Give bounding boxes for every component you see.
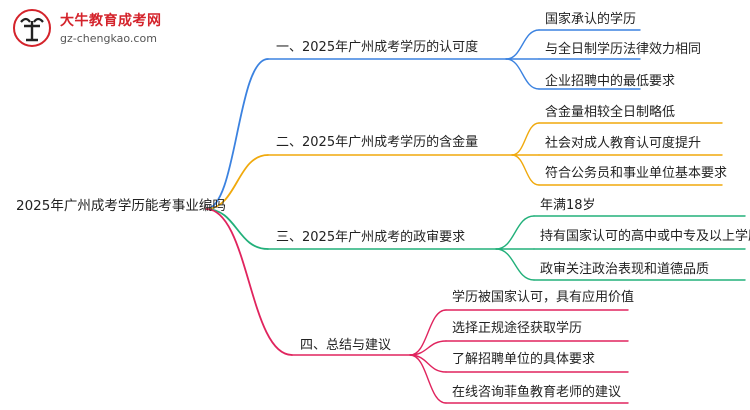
leaf-topic-2-1: 含金量相较全日制略低 (545, 105, 676, 120)
leaf-topic-2-3: 符合公务员和事业单位基本要求 (545, 166, 728, 181)
logo-title: 大牛教育成考网 (60, 13, 162, 29)
branch-topic-2: 二、2025年广州成考学历的含金量 (276, 135, 479, 150)
connector-branch-2 (205, 154, 269, 210)
connector-leaf-1-3 (505, 58, 540, 90)
leaf-topic-4-4: 在线咨询菲鱼教育老师的建议 (452, 385, 622, 400)
leaf-topic-2-2: 社会对成人教育认可度提升 (545, 136, 702, 151)
connector-leaf-4-1 (409, 309, 447, 356)
logo-url: gz-chengkao.com (60, 32, 157, 45)
branch-topic-3: 三、2025年广州成考的政审要求 (276, 230, 466, 245)
leaf-topic-1-1: 国家承认的学历 (545, 12, 637, 27)
connector-leaf-4-2 (409, 340, 447, 356)
connector-leaf-4-4 (409, 354, 447, 404)
site-logo[interactable]: 大牛教育成考网 gz-chengkao.com (8, 6, 168, 52)
connector-branch-1 (205, 58, 269, 210)
leaf-topic-3-2: 持有国家认可的高中或中专及以上学历 (540, 229, 750, 244)
root-topic: 2025年广州成考学历能考事业编吗 (16, 198, 226, 214)
connector-leaf-3-3 (495, 248, 535, 281)
connector-leaf-2-1 (511, 122, 540, 156)
leaf-topic-4-3: 了解招聘单位的具体要求 (452, 352, 596, 367)
leaf-topic-3-3: 政审关注政治表现和道德品质 (540, 262, 710, 277)
connector-leaf-1-1 (505, 29, 540, 60)
connector-leaf-4-3 (409, 354, 447, 373)
branch-topic-4: 四、总结与建议 (300, 338, 392, 353)
leaf-topic-3-1: 年满18岁 (540, 198, 596, 213)
bull-logo-icon (13, 9, 51, 47)
connector-leaf-3-1 (495, 215, 535, 250)
leaf-topic-1-3: 企业招聘中的最低要求 (545, 74, 676, 89)
connector-leaf-2-3 (511, 154, 540, 186)
branch-topic-1: 一、2025年广州成考学历的认可度 (276, 40, 479, 55)
leaf-topic-4-1: 学历被国家认可，具有应用价值 (452, 290, 635, 305)
leaf-topic-4-2: 选择正规途径获取学历 (452, 321, 583, 336)
leaf-topic-1-2: 与全日制学历法律效力相同 (545, 42, 702, 57)
connector-branch-4 (205, 208, 293, 356)
